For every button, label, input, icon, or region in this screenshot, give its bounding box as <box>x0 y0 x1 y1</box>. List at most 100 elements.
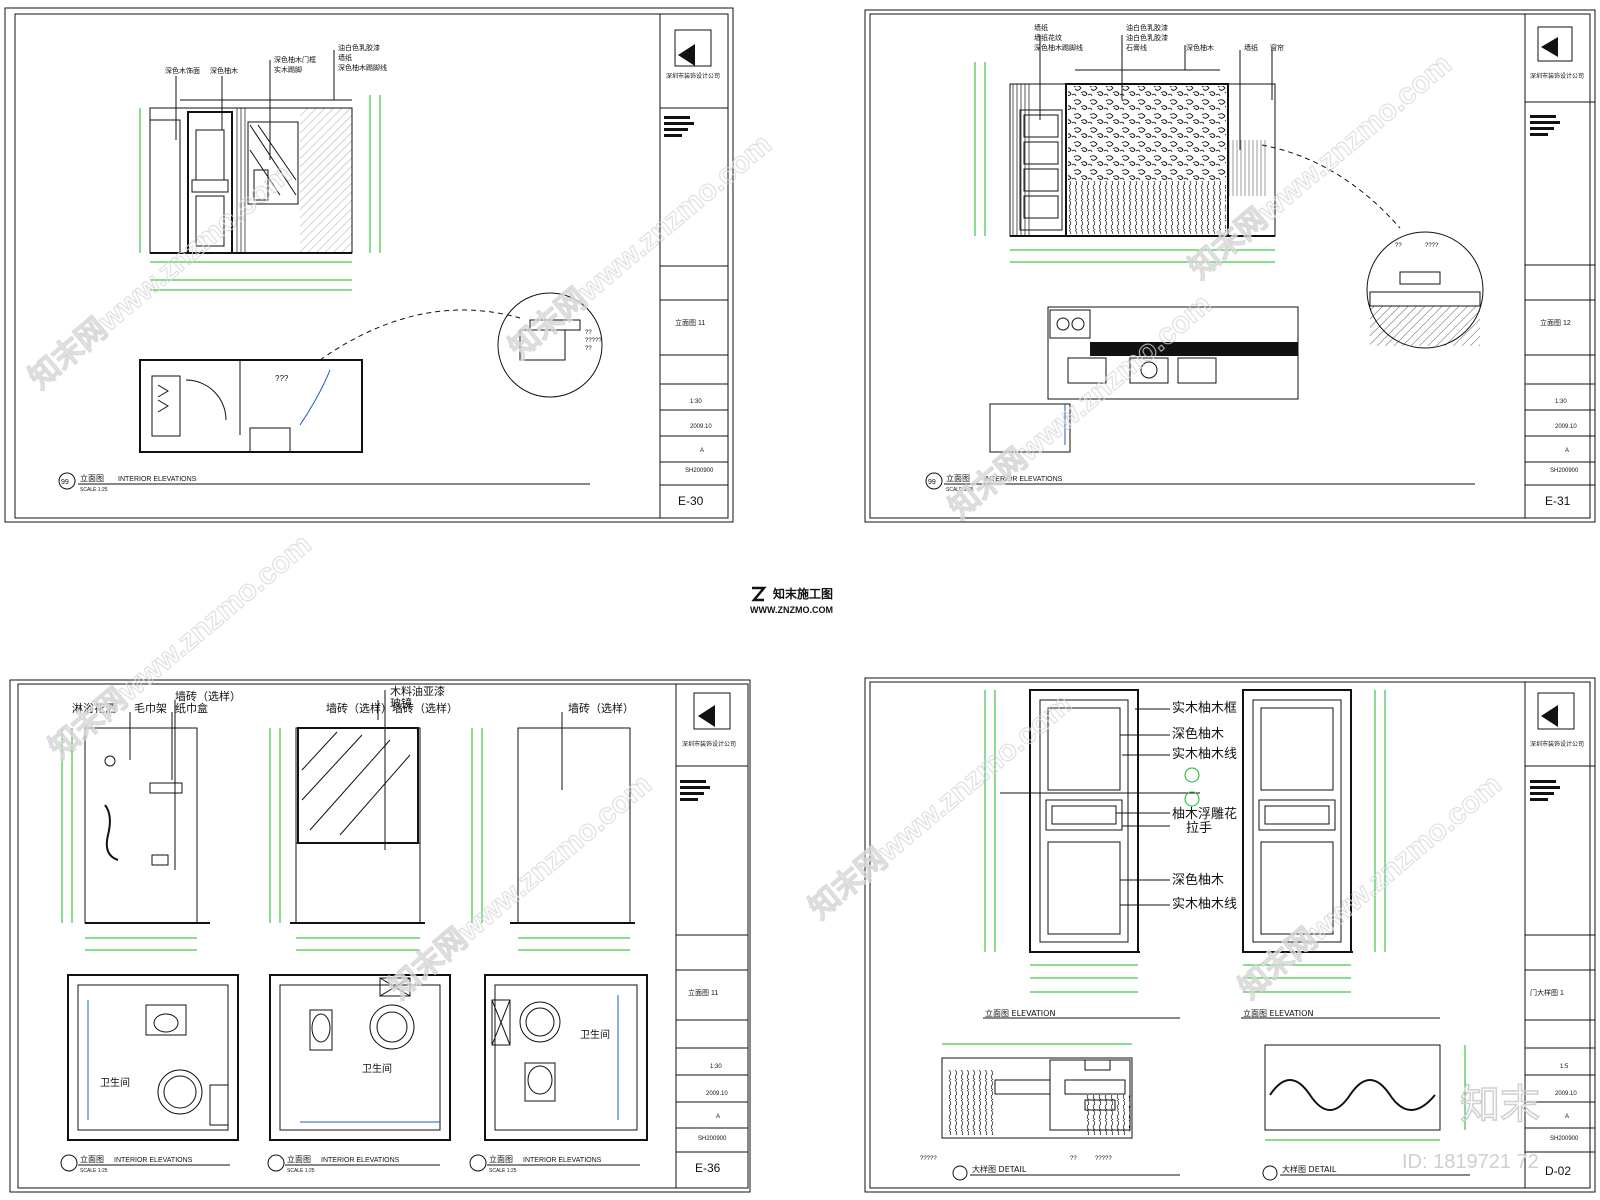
svg-text:立面图 ELEVATION: 立面图 ELEVATION <box>1243 1008 1313 1018</box>
svg-text:?????: ????? <box>920 1156 937 1162</box>
svg-text:99: 99 <box>928 479 936 486</box>
svg-text:立面图 ELEVATION: 立面图 ELEVATION <box>985 1008 1055 1018</box>
detail-e30: ?? ????? ?? <box>319 292 603 398</box>
svg-text:深色柚木: 深色柚木 <box>1186 43 1214 52</box>
svg-text:玻镜: 玻镜 <box>390 696 412 710</box>
svg-text:SH200900: SH200900 <box>698 1136 727 1142</box>
sheet-d02: 深圳市装饰设计公司 门大样图 1 1:5 2009.10 A SH200900 … <box>864 677 1596 1193</box>
svg-text:深圳市装饰设计公司: 深圳市装饰设计公司 <box>1530 72 1584 80</box>
svg-text:知末网www.znzmo.com: 知末网www.znzmo.com <box>503 128 777 366</box>
svg-text:墙纸: 墙纸 <box>1244 43 1258 52</box>
svg-text:??: ?? <box>585 346 592 352</box>
title-block-e36: 深圳市装饰设计公司 立面图 11 1:30 2009.10 A SH200900… <box>676 692 748 1175</box>
svg-text:?????: ????? <box>1095 1156 1112 1162</box>
svg-text:卫生间: 卫生间 <box>580 1028 610 1041</box>
svg-text:深色柚木: 深色柚木 <box>1172 726 1224 742</box>
svg-text:大样图 DETAIL: 大样图 DETAIL <box>972 1164 1027 1174</box>
door-captions: 立面图 ELEVATION 立面图 ELEVATION <box>983 1008 1440 1019</box>
svg-text:???: ??? <box>275 374 289 383</box>
sheet-number: E-36 <box>695 1161 721 1175</box>
svg-text:知末网www.znzmo.com: 知末网www.znzmo.com <box>943 288 1217 526</box>
svg-text:木料油亚漆: 木料油亚漆 <box>390 684 445 698</box>
svg-text:立面图: 立面图 <box>946 473 970 483</box>
svg-text:2009.10: 2009.10 <box>1555 1091 1577 1097</box>
sheet-e31: 深圳市装饰设计公司 立面图 12 1:30 2009.10 A SH200900… <box>864 9 1596 523</box>
watermarks: 知末网www.znzmo.com 知末网www.znzmo.com 知末网www… <box>23 47 1508 1006</box>
svg-text:SCALE 1:25: SCALE 1:25 <box>946 487 974 493</box>
sheet-number: E-31 <box>1545 494 1571 508</box>
svg-text:??: ?? <box>585 330 592 336</box>
title-block-e31: 深圳市装饰设计公司 立面图 12 1:30 2009.10 A SH200900… <box>1525 26 1595 508</box>
svg-text:A: A <box>716 1114 720 1120</box>
door-right <box>1242 689 1386 993</box>
svg-text:墙砖（选样）: 墙砖（选样） <box>175 689 241 703</box>
sheet-number: D-02 <box>1545 1164 1571 1178</box>
svg-text:1:30: 1:30 <box>1555 399 1567 405</box>
svg-text:知末网www.znzmo.com: 知末网www.znzmo.com <box>383 768 657 1006</box>
svg-text:卫生间: 卫生间 <box>362 1062 392 1075</box>
title-block-d02: 深圳市装饰设计公司 门大样图 1 1:5 2009.10 A SH200900 … <box>1525 692 1595 1178</box>
center-brand: 知末施工图 <box>772 586 833 601</box>
svg-text:实木柚木线: 实木柚木线 <box>1172 747 1237 762</box>
svg-text:拉手: 拉手 <box>1186 821 1212 836</box>
svg-text:2009.10: 2009.10 <box>1555 424 1577 430</box>
elevation-e31: 墙纸 墙纸花纹 深色柚木踢脚线 油白色乳胶漆 油白色乳胶漆 石膏线 深色柚木 墙… <box>974 23 1284 263</box>
svg-text:INTERIOR ELEVATIONS: INTERIOR ELEVATIONS <box>523 1157 602 1164</box>
svg-text:立面图: 立面图 <box>489 1154 513 1164</box>
firm-name: 深圳市装饰设计公司 <box>666 72 720 80</box>
svg-text:毛巾架: 毛巾架 <box>134 701 167 715</box>
svg-text:SH200900: SH200900 <box>1550 468 1579 474</box>
plan-e31 <box>989 306 1299 453</box>
svg-text:深色柚木门框: 深色柚木门框 <box>274 55 316 64</box>
corner-mark: 知末 ID: 1819721 72 <box>1402 1081 1541 1173</box>
svg-text:深色柚木踢脚线: 深色柚木踢脚线 <box>1034 43 1083 52</box>
svg-text:石膏线: 石膏线 <box>1126 43 1147 52</box>
svg-text:油白色乳胶漆: 油白色乳胶漆 <box>1126 23 1168 32</box>
svg-text:??: ?? <box>1070 1156 1077 1162</box>
svg-text:门大样图 1: 门大样图 1 <box>1530 988 1564 997</box>
details-d02: ????? ?? ????? 大样图 DETAIL 大样图 DETAIL <box>920 1043 1470 1181</box>
svg-text:SCALE 1:25: SCALE 1:25 <box>80 1168 108 1174</box>
svg-text:INTERIOR ELEVATIONS: INTERIOR ELEVATIONS <box>114 1157 193 1164</box>
svg-text:????: ???? <box>1425 243 1439 249</box>
sheet-e36: 深圳市装饰设计公司 立面图 11 1:30 2009.10 A SH200900… <box>9 679 751 1193</box>
svg-text:立面图 11: 立面图 11 <box>688 988 718 997</box>
svg-text:墙纸花纹: 墙纸花纹 <box>1034 33 1062 42</box>
svg-text:立面图: 立面图 <box>287 1154 311 1164</box>
svg-text:深圳市装饰设计公司: 深圳市装饰设计公司 <box>1530 740 1584 748</box>
detail-e31: ?? ???? <box>1261 144 1484 349</box>
svg-text:墙砖（选样）: 墙砖（选样） <box>568 701 634 715</box>
svg-text:立面图: 立面图 <box>80 473 104 483</box>
svg-text:立面图: 立面图 <box>80 1154 104 1164</box>
corner-id: ID: 1819721 72 <box>1402 1151 1539 1173</box>
svg-text:深色柚木: 深色柚木 <box>1172 872 1224 888</box>
svg-text:淋浴花洒: 淋浴花洒 <box>72 702 116 715</box>
svg-text:深色柚木踢脚线: 深色柚木踢脚线 <box>338 63 387 72</box>
svg-text:柚木浮雕花: 柚木浮雕花 <box>1172 806 1237 822</box>
elevation-e36-a: 淋浴花洒 毛巾架 墙砖（选样） 纸巾盒 <box>61 689 241 951</box>
svg-text:实木踢脚: 实木踢脚 <box>274 65 302 74</box>
center-logo: 知末施工图 WWW.ZNZMO.COM <box>750 586 833 615</box>
center-url: WWW.ZNZMO.COM <box>750 605 833 615</box>
svg-text:1:30: 1:30 <box>710 1064 722 1070</box>
svg-text:SH200900: SH200900 <box>1550 1136 1579 1142</box>
svg-text:实木柚木框: 实木柚木框 <box>1172 701 1237 716</box>
sheet-e30: 深圳市装饰设计公司 立面图 11 1:30 2009.10 A SH200900… <box>4 7 734 523</box>
drawing-name: 立面图 11 <box>675 318 705 327</box>
captions-e36: 立面图 INTERIOR ELEVATIONS SCALE 1:25 立面图 I… <box>60 1154 640 1174</box>
svg-text:油白色乳胶漆: 油白色乳胶漆 <box>1126 33 1168 42</box>
svg-text:深色木饰面: 深色木饰面 <box>165 66 200 75</box>
caption-e31: 99 立面图 INTERIOR ELEVATIONS SCALE 1:25 <box>925 472 1475 493</box>
svg-text:窗帘: 窗帘 <box>1270 43 1284 52</box>
svg-text:INTERIOR ELEVATIONS: INTERIOR ELEVATIONS <box>321 1157 400 1164</box>
svg-text:卫生间: 卫生间 <box>100 1076 130 1089</box>
corner-logo: 知末 <box>1460 1082 1540 1128</box>
svg-text:2009.10: 2009.10 <box>706 1091 728 1097</box>
svg-text:INTERIOR ELEVATIONS: INTERIOR ELEVATIONS <box>984 476 1063 483</box>
svg-text:??: ?? <box>1395 243 1402 249</box>
svg-text:A: A <box>1565 448 1569 454</box>
sheet-number: E-30 <box>678 494 704 508</box>
elevation-e36-c: 墙砖（选样） <box>471 701 635 951</box>
elevation-e30: 深色木饰面 深色柚木 深色柚木门框 实木踢脚 油白色乳胶漆 墙纸 深色柚木踢脚线 <box>139 43 387 291</box>
